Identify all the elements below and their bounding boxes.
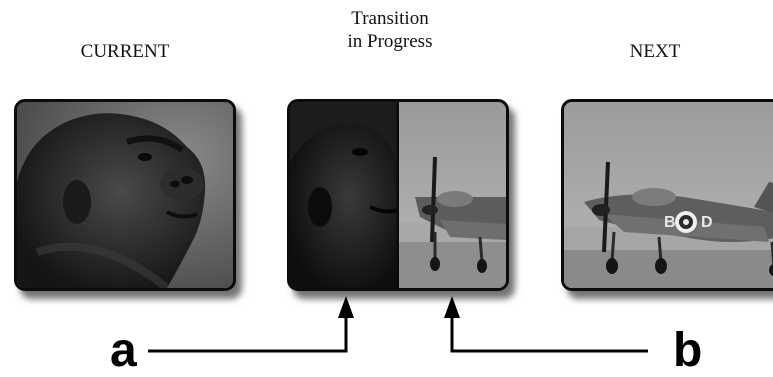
spitfire-image: B D [564, 102, 773, 288]
arrow-b [444, 296, 648, 353]
label-b: b [673, 324, 703, 377]
caption-transition-line2: in Progress [347, 31, 433, 52]
svg-text:D: D [701, 214, 713, 231]
arrow-layer [148, 296, 648, 353]
outgoing-gorilla-half [290, 102, 399, 288]
caption-next: NEXT [629, 41, 681, 62]
gorilla-image [17, 102, 233, 288]
svg-text:B: B [664, 214, 676, 231]
current-image-frame [14, 99, 236, 291]
arrow-a [148, 296, 354, 353]
transition-image [290, 102, 506, 288]
label-a: a [110, 324, 137, 377]
caption-current: CURRENT [80, 41, 170, 62]
caption-transition: Transition in Progress [300, 7, 480, 53]
incoming-plane-half [399, 102, 506, 288]
next-image-frame: B D [561, 99, 773, 291]
caption-transition-line1: Transition [351, 8, 429, 29]
transition-image-frame [287, 99, 509, 291]
